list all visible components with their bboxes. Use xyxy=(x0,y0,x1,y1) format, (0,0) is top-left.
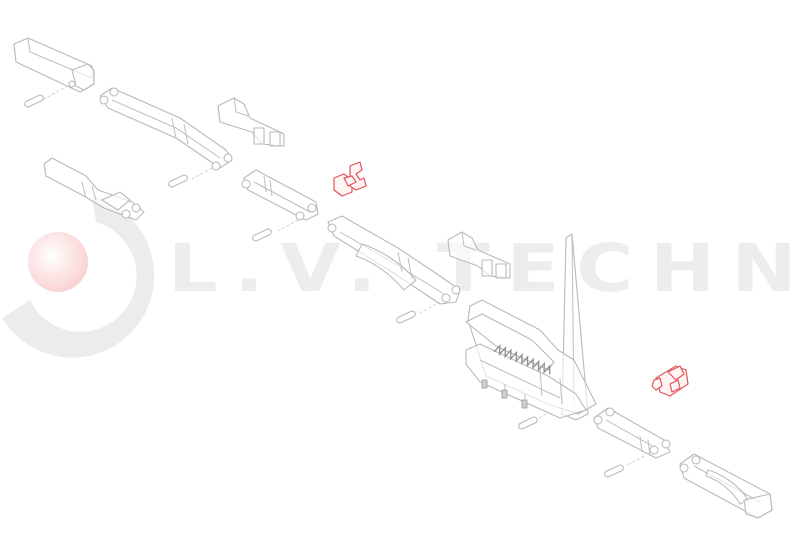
end-cap-housing xyxy=(13,37,95,108)
long-link-arm-middle xyxy=(327,215,461,324)
channel-end-piece xyxy=(679,453,773,519)
long-link-arm-top xyxy=(99,87,233,188)
short-link-arm-middle xyxy=(241,169,319,242)
red-clip-lower xyxy=(651,365,689,397)
screws xyxy=(481,379,547,430)
red-clip-upper xyxy=(333,161,367,197)
bracket-block-middle xyxy=(447,231,511,279)
short-link-arm-left xyxy=(43,157,145,221)
mounting-plate-spring-base xyxy=(465,233,597,421)
coil-spring xyxy=(493,343,551,375)
short-link-arm-lower-right xyxy=(593,407,671,478)
bracket-block-top xyxy=(217,97,285,147)
